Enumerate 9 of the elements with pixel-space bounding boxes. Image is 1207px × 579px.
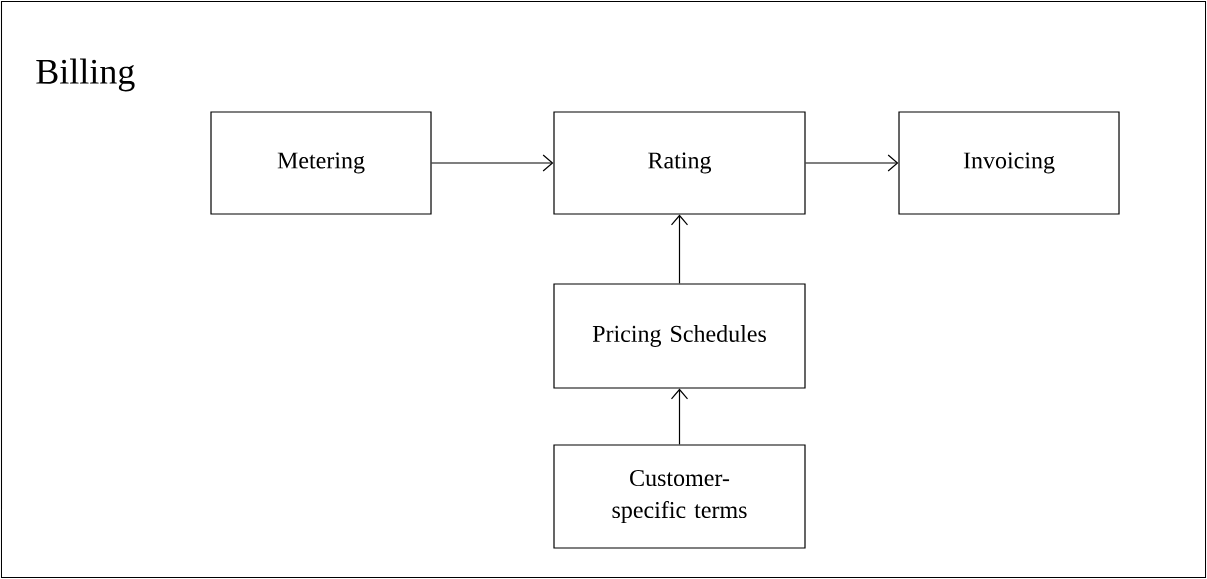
- process-box: Invoicing: [898, 111, 1120, 215]
- process-box: Metering: [210, 111, 432, 215]
- process-box: Pricing Schedules: [553, 283, 806, 389]
- arrow: [805, 154, 899, 172]
- process-box: Customer-specific terms: [553, 444, 806, 549]
- arrow: [431, 154, 554, 172]
- process-box: Rating: [553, 111, 806, 215]
- arrow: [670, 214, 689, 284]
- arrow: [670, 388, 689, 445]
